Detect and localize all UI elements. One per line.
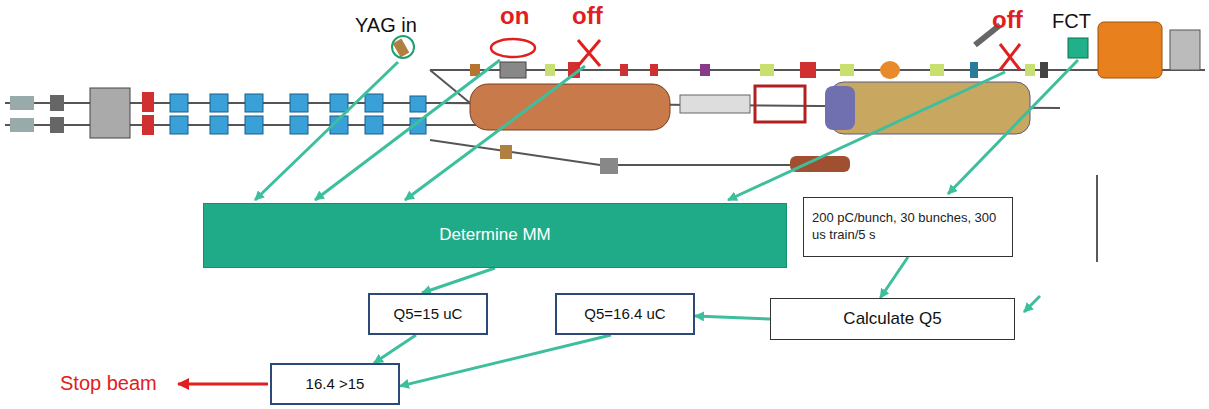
box-text: 200 pC/bunch, 30 bunches, 300 us train/5… bbox=[812, 210, 1004, 244]
status-mark: off bbox=[572, 2, 603, 30]
beam-pipe bbox=[5, 70, 1205, 165]
yag-marker bbox=[392, 36, 414, 58]
leader-arrow bbox=[255, 60, 1078, 312]
process-box: Q5=15 uC bbox=[368, 293, 488, 335]
action-label: Stop beam bbox=[60, 372, 157, 395]
box-text: Q5=16.4 uC bbox=[584, 304, 665, 324]
flow-arrow bbox=[422, 268, 495, 293]
process-box: 16.4 >15 bbox=[270, 363, 400, 405]
stop-arrow bbox=[178, 383, 268, 386]
flow-arrow bbox=[695, 316, 770, 319]
on-marker bbox=[491, 39, 535, 57]
process-box: Determine MM bbox=[203, 203, 787, 268]
part-label: FCT bbox=[1052, 10, 1091, 33]
beamline-elements bbox=[10, 22, 1200, 174]
status-mark: on bbox=[500, 2, 529, 30]
flow-arrow bbox=[400, 335, 611, 386]
process-box: 200 pC/bunch, 30 bunches, 300 us train/5… bbox=[803, 197, 1013, 257]
part-label: YAG in bbox=[355, 14, 417, 37]
box-text: Q5=15 uC bbox=[394, 304, 463, 324]
box-text: Determine MM bbox=[439, 224, 550, 246]
process-box: Q5=16.4 uC bbox=[555, 293, 695, 335]
flow-arrow bbox=[880, 257, 908, 298]
status-mark: off bbox=[992, 6, 1023, 34]
box-text: 16.4 >15 bbox=[306, 374, 365, 394]
bracket-line bbox=[1096, 175, 1098, 262]
box-text: Calculate Q5 bbox=[843, 308, 941, 330]
process-box: Calculate Q5 bbox=[770, 298, 1015, 340]
flow-arrow bbox=[374, 335, 416, 363]
off-cross bbox=[578, 40, 1020, 70]
